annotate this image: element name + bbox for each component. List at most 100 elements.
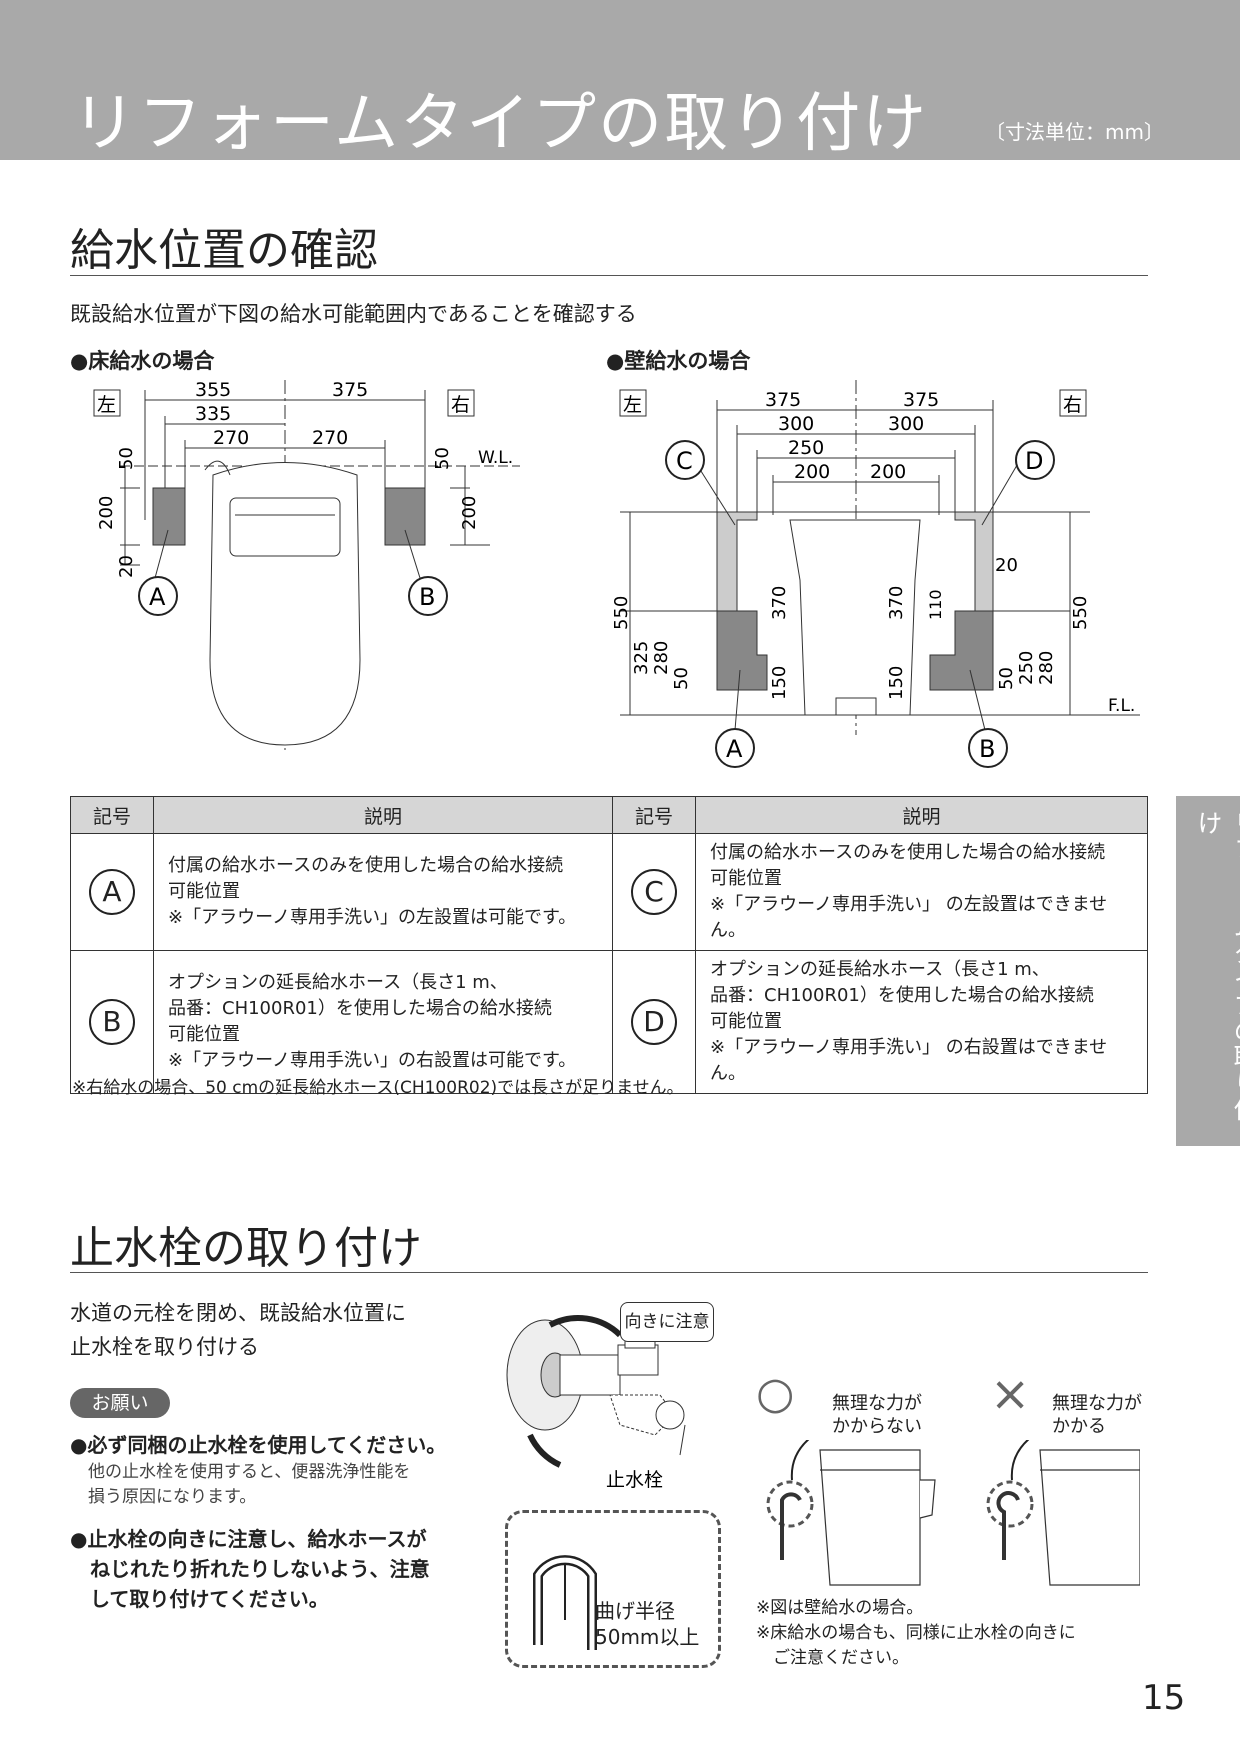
wall-left-label: 左: [623, 394, 642, 416]
section-title-water-supply: 給水位置の確認: [70, 225, 378, 276]
side-tab-label: リフォームタイプの取り付け: [1194, 810, 1240, 1122]
bend-radius-box: [505, 1510, 721, 1668]
table-row: A 付属の給水ホースのみを使用した場合の給水接続 可能位置 ※「アラウーノ専用手…: [70, 833, 1148, 951]
wall-area-a: [716, 610, 768, 691]
dim-label: 355: [195, 380, 231, 401]
dim-label: 20: [995, 555, 1018, 576]
dim-label: 375: [765, 389, 801, 411]
note-line: ご注意ください。: [756, 1648, 909, 1668]
ng-symbol: ×: [990, 1366, 1031, 1422]
dim-label: 270: [312, 427, 348, 449]
wall-fl-label: F.L.: [1108, 696, 1135, 716]
dim-label: 200: [96, 496, 117, 530]
dim-label: 50: [116, 447, 137, 470]
table-desc: ※「アラウーノ専用手洗い」 の右設置はできません。: [710, 1037, 1108, 1084]
dim-label: 150: [886, 666, 907, 700]
table-desc: オプションの延長給水ホース（長さ1 m、: [710, 959, 1050, 980]
bend-line: 曲げ半径: [595, 1599, 675, 1623]
dim-label: 280: [651, 641, 672, 675]
valve-label: 止水栓: [606, 1469, 663, 1491]
section-rule: [70, 275, 1148, 276]
table-desc: 付属の給水ホースのみを使用した場合の給水接続: [168, 855, 564, 876]
marker-a: A: [149, 583, 166, 611]
ok-ng-illustration: [766, 1440, 1140, 1586]
dim-label: 375: [332, 380, 368, 401]
page-title: リフォームタイプの取り付け: [72, 87, 929, 161]
dim-label: 200: [870, 461, 906, 483]
bullet-sub: 損う原因になります。: [88, 1487, 257, 1507]
page-header: [0, 0, 1240, 160]
marker-c: C: [676, 447, 693, 475]
table-header: 説明: [695, 796, 1148, 834]
section-title-stop-valve: 止水栓の取り付け: [70, 1223, 422, 1274]
ng-line: 無理な力が: [1052, 1393, 1142, 1414]
floor-right-label: 右: [451, 394, 470, 416]
table-footnote: ※右給水の場合、50 cmの延長給水ホース(CH100R02)では長さが足りませ…: [72, 1078, 684, 1098]
request-list: ●必ず同梱の止水栓を使用してください。 他の止水栓を使用すると、便器洗浄性能を …: [70, 1430, 460, 1614]
intro-line: 水道の元栓を閉め、既設給水位置に: [70, 1301, 406, 1325]
marker-b-wall: B: [979, 735, 995, 763]
floor-wl-label: W.L.: [478, 448, 513, 468]
floor-left-label: 左: [97, 394, 116, 416]
dim-label: 50: [996, 667, 1017, 690]
bullet-bold: して取り付けてください。: [70, 1587, 329, 1611]
dim-label: 150: [769, 666, 790, 700]
wall-area-b: [929, 610, 994, 691]
table-desc: 付属の給水ホースのみを使用した場合の給水接続: [710, 842, 1106, 863]
table-desc: 可能位置: [710, 1011, 782, 1032]
floor-supply-label: ●床給水の場合: [70, 349, 215, 373]
dim-label: 250: [788, 437, 824, 459]
dim-label: 250: [1016, 651, 1037, 685]
table-desc: オプションの延長給水ホース（長さ1 m、: [168, 972, 508, 993]
note-line: ※床給水の場合も、同様に止水栓の向きに: [756, 1623, 1076, 1643]
note-line: ※図は壁給水の場合。: [756, 1598, 924, 1618]
caution-callout: 向きに注意: [620, 1302, 714, 1342]
ok-symbol: ○: [756, 1368, 795, 1419]
bullet-bold: ●止水栓の向きに注意し、給水ホースが: [70, 1527, 427, 1551]
ok-line: かからない: [832, 1416, 922, 1437]
wall-area-c: [716, 511, 758, 612]
dim-label: 200: [794, 461, 830, 483]
table-header: 説明: [153, 796, 613, 834]
table-desc: 品番：CH100R01）を使用した場合の給水接続: [168, 998, 552, 1019]
dim-label: 550: [1070, 596, 1091, 630]
marker-b: B: [419, 583, 435, 611]
dim-label: 300: [888, 413, 924, 435]
dim-label: 270: [213, 427, 249, 449]
symbol-d: D: [631, 999, 677, 1045]
table-row: B オプションの延長給水ホース（長さ1 m、 品番：CH100R01）を使用した…: [70, 950, 1148, 1094]
table-header: 記号: [612, 796, 696, 834]
ng-label: 無理な力が かかる: [1052, 1392, 1142, 1438]
dim-label: 335: [195, 403, 231, 425]
page-number: 15: [1142, 1678, 1186, 1718]
wall-right-label: 右: [1063, 394, 1082, 416]
table-desc: ※「アラウーノ専用手洗い」 の左設置はできません。: [710, 894, 1108, 941]
dim-label: 280: [1036, 651, 1057, 685]
wall-supply-label: ●壁給水の場合: [606, 349, 751, 373]
floor-supply-diagram: 左 右 W.L. 355 375 335 270 270 50 200 20 5…: [93, 380, 520, 750]
dim-label: 370: [886, 586, 907, 620]
section2-intro: 水道の元栓を閉め、既設給水位置に 止水栓を取り付ける: [70, 1296, 406, 1364]
intro-line: 止水栓を取り付ける: [70, 1335, 259, 1359]
table-desc: 可能位置: [710, 868, 782, 889]
ng-line: かかる: [1052, 1416, 1106, 1437]
symbol-b: B: [89, 999, 135, 1045]
symbol-table: 記号 説明 記号 説明 A 付属の給水ホースのみを使用した場合の給水接続 可能位…: [70, 796, 1148, 1094]
unit-label: 〔寸法単位：mm〕: [985, 120, 1164, 144]
dim-label: 325: [631, 641, 652, 675]
dim-label: 50: [671, 667, 692, 690]
bend-line: 50mm以上: [595, 1625, 700, 1649]
ok-label: 無理な力が かからない: [832, 1392, 922, 1438]
dim-label: 110: [926, 589, 945, 620]
bend-radius-label: 曲げ半径 50mm以上: [595, 1598, 699, 1650]
floor-area-a: [152, 487, 186, 546]
table-desc: ※「アラウーノ専用手洗い」の左設置は可能です。: [168, 907, 577, 928]
symbol-a: A: [89, 869, 135, 915]
bullet-bold: ねじれたり折れたりしないよう、注意: [70, 1557, 430, 1581]
dim-label: 20: [116, 555, 137, 578]
table-header: 記号: [70, 796, 154, 834]
dim-label: 375: [903, 389, 939, 411]
wall-supply-diagram: 左 右 F.L. 375 375 300 300 250 200 200 550…: [611, 380, 1140, 768]
section-intro: 既設給水位置が下図の給水可能範囲内であることを確認する: [70, 302, 637, 326]
ok-line: 無理な力が: [832, 1393, 922, 1414]
